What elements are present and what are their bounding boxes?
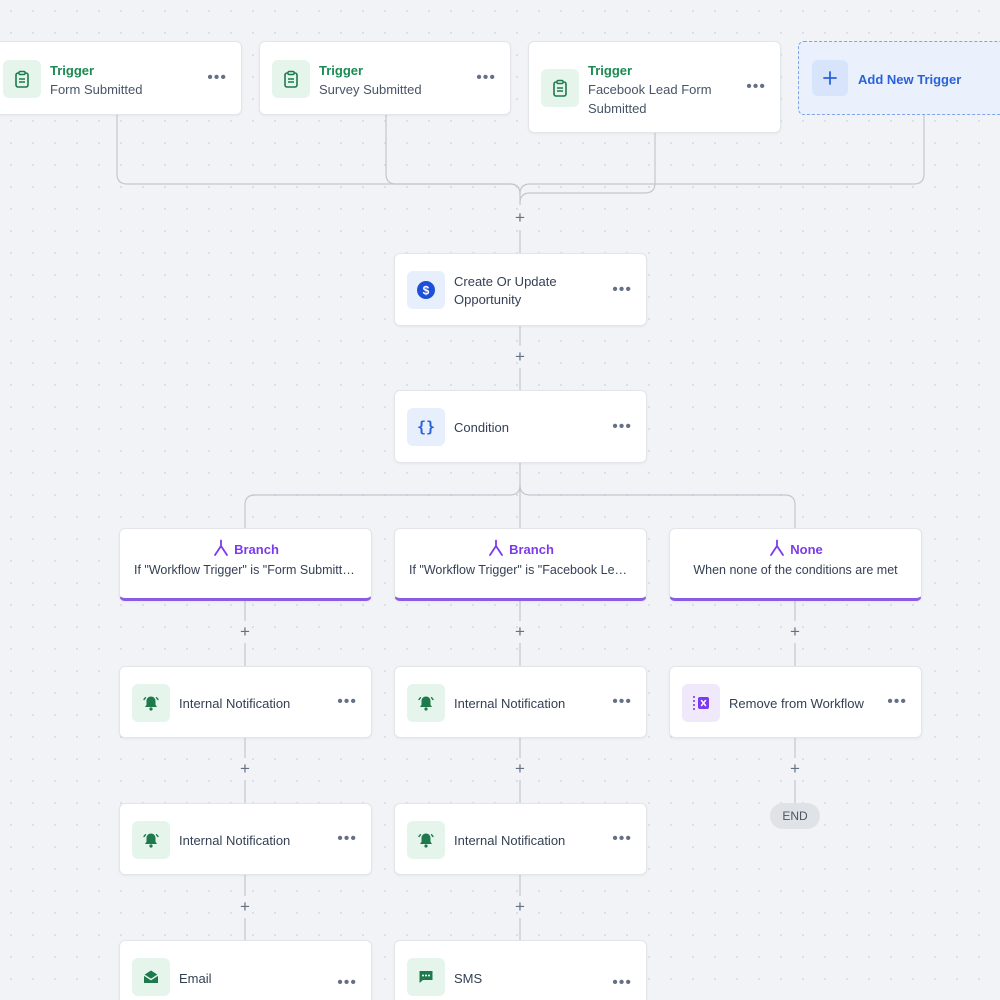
chat-bubble-icon xyxy=(407,958,445,996)
plus-icon xyxy=(812,60,848,96)
branch-title: Branch xyxy=(234,542,279,557)
clipboard-icon xyxy=(3,60,41,98)
branch-card-form-submitted[interactable]: Branch If "Workflow Trigger" is "Form Su… xyxy=(119,528,372,601)
trigger-card-form-submitted[interactable]: Trigger Form Submitted ••• xyxy=(0,41,242,115)
branch-condition: If "Workflow Trigger" is "Form Submitted… xyxy=(134,563,357,577)
action-card-sms[interactable]: SMS ••• xyxy=(394,940,647,1000)
add-step-button[interactable]: + xyxy=(240,759,250,778)
add-step-button[interactable]: + xyxy=(790,622,800,641)
envelope-icon xyxy=(132,958,170,996)
more-options-icon[interactable]: ••• xyxy=(337,693,357,710)
trigger-title: Trigger xyxy=(588,63,633,78)
branch-card-facebook-lead[interactable]: Branch If "Workflow Trigger" is "Faceboo… xyxy=(394,528,647,601)
more-options-icon[interactable]: ••• xyxy=(612,693,632,710)
action-label: Internal Notification xyxy=(179,696,291,711)
dollar-icon: $ xyxy=(407,271,445,309)
trigger-name: Form Submitted xyxy=(50,82,143,97)
remove-workflow-icon xyxy=(682,684,720,722)
action-card-email[interactable]: Email ••• xyxy=(119,940,372,1000)
branch-card-none[interactable]: None When none of the conditions are met xyxy=(669,528,922,601)
more-options-icon[interactable]: ••• xyxy=(337,830,357,847)
clipboard-icon xyxy=(272,60,310,98)
trigger-name: Facebook Lead Form Submitted xyxy=(588,82,712,116)
more-options-icon[interactable]: ••• xyxy=(612,974,632,991)
branch-icon xyxy=(487,539,505,560)
more-options-icon[interactable]: ••• xyxy=(476,69,496,86)
bell-icon xyxy=(407,684,445,722)
action-card-remove-from-workflow[interactable]: Remove from Workflow ••• xyxy=(669,666,922,738)
add-step-button[interactable]: + xyxy=(515,347,525,366)
add-step-button[interactable]: + xyxy=(240,897,250,916)
braces-icon: {} xyxy=(407,408,445,446)
add-trigger-label: Add New Trigger xyxy=(858,72,962,87)
bell-icon xyxy=(132,684,170,722)
action-card-condition[interactable]: {} Condition ••• xyxy=(394,390,647,463)
branch-condition: When none of the conditions are met xyxy=(693,563,898,577)
branch-icon xyxy=(212,539,230,560)
trigger-title: Trigger xyxy=(50,63,95,78)
trigger-card-survey-submitted[interactable]: Trigger Survey Submitted ••• xyxy=(259,41,511,115)
action-label: Create Or Update Opportunity xyxy=(454,274,557,307)
branch-title: None xyxy=(790,542,823,557)
branch-icon xyxy=(768,539,786,560)
trigger-card-facebook-lead-form[interactable]: Trigger Facebook Lead Form Submitted ••• xyxy=(528,41,781,133)
more-options-icon[interactable]: ••• xyxy=(337,974,357,991)
more-options-icon[interactable]: ••• xyxy=(612,280,632,298)
more-options-icon[interactable]: ••• xyxy=(887,693,907,710)
more-options-icon[interactable]: ••• xyxy=(612,830,632,847)
trigger-title: Trigger xyxy=(319,63,364,78)
end-marker: END xyxy=(770,803,820,829)
add-step-button[interactable]: + xyxy=(790,759,800,778)
trigger-name: Survey Submitted xyxy=(319,82,422,97)
action-card-create-opportunity[interactable]: $ Create Or Update Opportunity ••• xyxy=(394,253,647,326)
add-step-button[interactable]: + xyxy=(515,208,525,227)
action-label: Internal Notification xyxy=(179,833,291,848)
action-label: Email xyxy=(179,971,212,986)
action-label: Remove from Workflow xyxy=(729,696,864,711)
add-step-button[interactable]: + xyxy=(515,897,525,916)
more-options-icon[interactable]: ••• xyxy=(207,69,227,86)
branch-title: Branch xyxy=(509,542,554,557)
bell-icon xyxy=(132,821,170,859)
action-label: Condition xyxy=(454,420,509,435)
more-options-icon[interactable]: ••• xyxy=(746,78,766,95)
svg-text:$: $ xyxy=(423,284,430,298)
action-label: Internal Notification xyxy=(454,833,566,848)
action-label: SMS xyxy=(454,971,483,986)
action-card-internal-notification[interactable]: Internal Notification ••• xyxy=(119,666,372,738)
branch-condition: If "Workflow Trigger" is "Facebook Lead … xyxy=(409,563,632,577)
add-step-button[interactable]: + xyxy=(240,622,250,641)
action-card-internal-notification[interactable]: Internal Notification ••• xyxy=(394,666,647,738)
more-options-icon[interactable]: ••• xyxy=(612,417,632,435)
action-card-internal-notification[interactable]: Internal Notification ••• xyxy=(119,803,372,875)
action-card-internal-notification[interactable]: Internal Notification ••• xyxy=(394,803,647,875)
bell-icon xyxy=(407,821,445,859)
action-label: Internal Notification xyxy=(454,696,566,711)
add-step-button[interactable]: + xyxy=(515,759,525,778)
add-step-button[interactable]: + xyxy=(515,622,525,641)
add-new-trigger-button[interactable]: Add New Trigger xyxy=(798,41,1000,115)
clipboard-icon xyxy=(541,69,579,107)
